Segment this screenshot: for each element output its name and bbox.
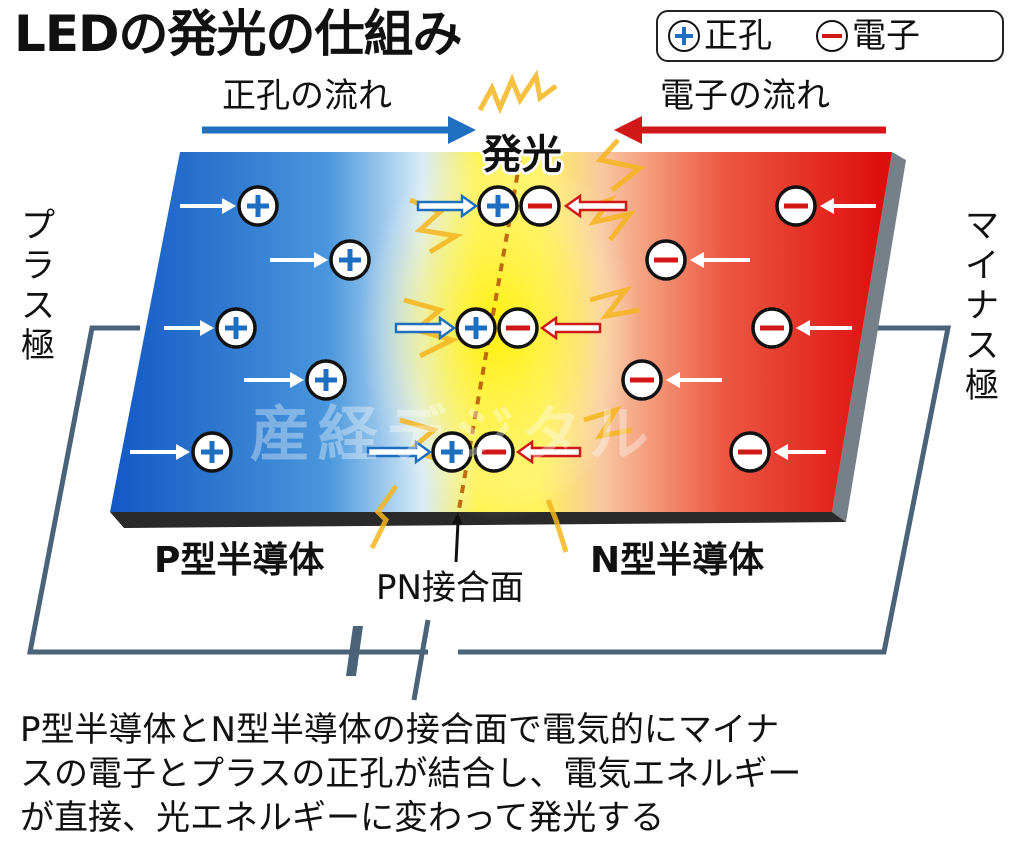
electron-particles xyxy=(473,185,817,473)
description: P型半導体とN型半導体の接合面で電気的にマイナ スの電子とプラスの正孔が結合し、… xyxy=(20,708,1010,840)
description-line: スの電子とプラスの正孔が結合し、電気エネルギー xyxy=(20,754,802,794)
electron-flow-label: 電子の流れ xyxy=(660,76,830,116)
hole-particles xyxy=(191,185,519,473)
plus-circle-icon xyxy=(668,20,700,52)
legend-electron-label: 電子 xyxy=(852,16,920,56)
legend-item-electron: 電子 xyxy=(816,16,920,56)
electron-motion-arrows xyxy=(666,198,876,460)
legend-item-hole: 正孔 xyxy=(668,16,772,56)
circuit-wire xyxy=(26,325,952,701)
slab-bottom-edge xyxy=(110,512,846,528)
electron-flow-arrow xyxy=(614,116,886,144)
hole-flow-arrow xyxy=(202,116,476,144)
n-type-label: N型半導体 xyxy=(590,540,765,581)
plus-pole-label: プラス極 xyxy=(21,206,55,366)
description-line: P型半導体とN型半導体の接合面で電気的にマイナ xyxy=(20,710,780,750)
hole-junction-arrows xyxy=(366,193,479,465)
battery-terminal xyxy=(345,626,364,676)
junction-pointer xyxy=(454,521,460,563)
slab-side-edge xyxy=(832,152,906,522)
page-title: LEDの発光の仕組み xyxy=(14,5,463,63)
emission-label: 発光 xyxy=(482,132,562,178)
description-line: が直接、光エネルギーに変わって発光する xyxy=(20,798,665,838)
hole-flow-label: 正孔の流れ xyxy=(222,76,392,116)
watermark: 産経デジタル xyxy=(250,400,657,470)
electron-junction-arrows xyxy=(515,193,628,465)
legend: 正孔 電子 xyxy=(656,10,1004,62)
pn-junction-label: PN接合面 xyxy=(376,568,524,608)
minus-pole-label: マイナス極 xyxy=(965,206,999,406)
minus-circle-icon xyxy=(816,20,848,52)
legend-hole-label: 正孔 xyxy=(704,16,772,56)
p-type-label: P型半導体 xyxy=(154,540,325,581)
hole-motion-arrows xyxy=(130,198,328,460)
